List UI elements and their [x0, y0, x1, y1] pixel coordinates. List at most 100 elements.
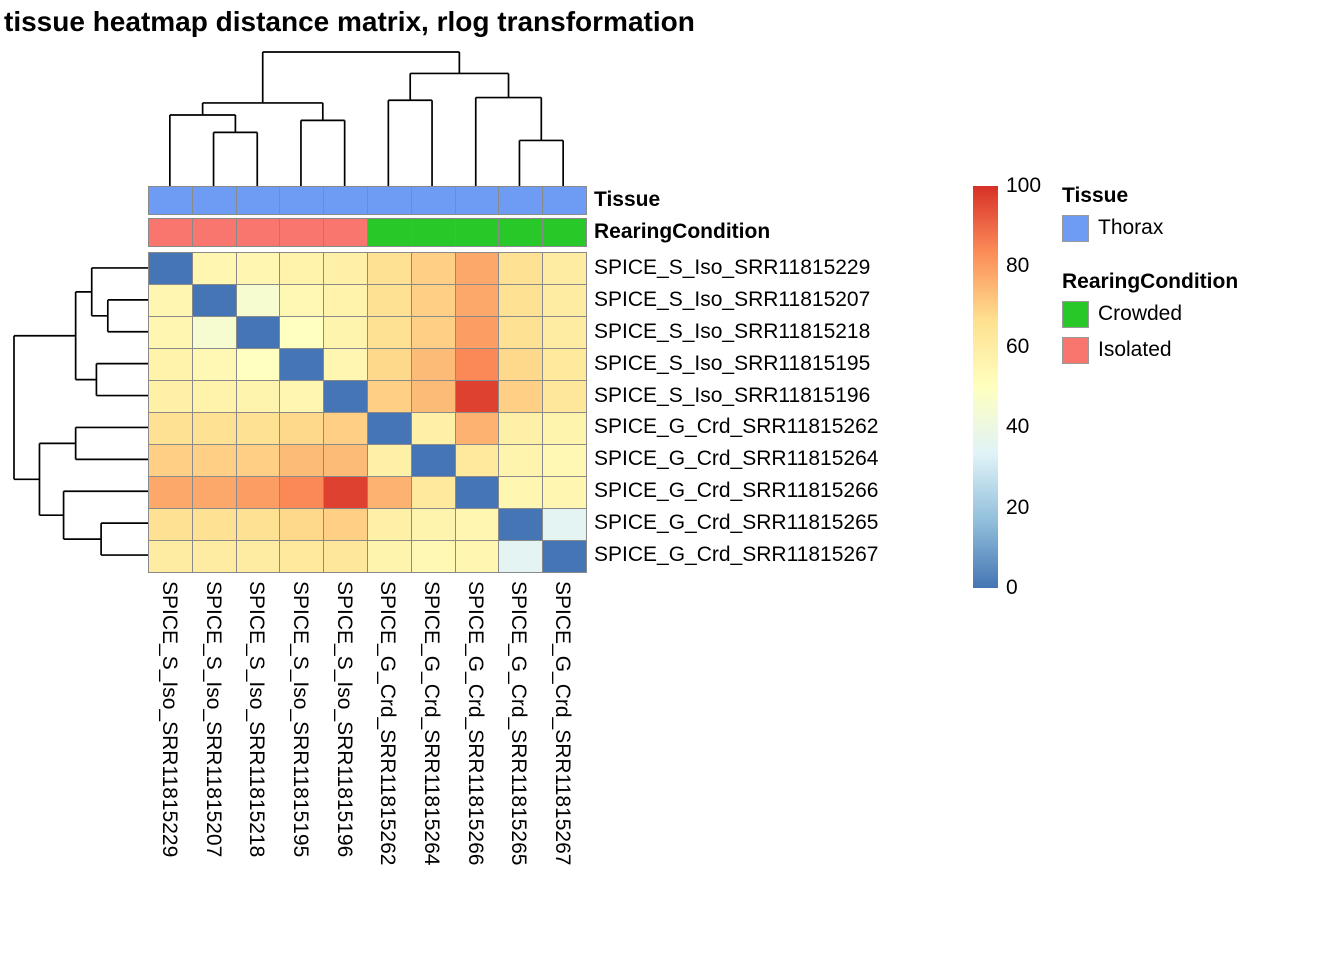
heatmap-cell [543, 445, 586, 476]
heatmap-cell [411, 381, 455, 412]
heatmap-cell [367, 541, 411, 572]
row-label: SPICE_G_Crd_SRR11815265 [594, 511, 879, 535]
heatmap-cell [149, 285, 192, 316]
annotation-cell [499, 187, 543, 214]
annotation-cell [149, 219, 192, 246]
heatmap-cell [149, 381, 192, 412]
heatmap-cell [236, 445, 280, 476]
column-label: SPICE_G_Crd_SRR11815262 [376, 581, 400, 866]
heatmap-cell [499, 317, 543, 348]
colorbar-tick-label: 60 [1006, 334, 1030, 358]
annotation-cell [455, 187, 499, 214]
heatmap-cell [367, 349, 411, 380]
heatmap-cell [367, 509, 411, 540]
tissue-annotation-label: Tissue [594, 187, 661, 211]
legend-item: Crowded [1062, 300, 1322, 328]
heatmap-cell [236, 317, 280, 348]
annotation-cell [411, 219, 455, 246]
row-label: SPICE_S_Iso_SRR11815207 [594, 287, 871, 311]
heatmap-cell [543, 509, 586, 540]
heatmap-cell [324, 541, 367, 572]
legend-item-label: Thorax [1098, 216, 1164, 239]
heatmap-cell [280, 381, 324, 412]
heatmap-cell [324, 445, 367, 476]
heatmap-cell [192, 381, 236, 412]
heatmap-cell [411, 253, 455, 284]
colorbar-tick-label: 0 [1006, 576, 1018, 599]
column-label: SPICE_G_Crd_SRR11815266 [463, 581, 487, 866]
annotation-cell [236, 187, 280, 214]
annotation-cell [324, 219, 367, 246]
heatmap-cell [192, 477, 236, 508]
annotation-cell [543, 187, 586, 214]
annotation-cell [367, 219, 411, 246]
legend-title-rearing-condition: RearingCondition [1062, 270, 1239, 293]
heatmap-grid [148, 252, 587, 573]
colorbar-tick-label: 20 [1006, 495, 1030, 519]
column-label: SPICE_S_Iso_SRR11815218 [245, 581, 269, 858]
heatmap-cell [543, 349, 586, 380]
row-label: SPICE_G_Crd_SRR11815262 [594, 415, 879, 439]
heatmap-cell [499, 477, 543, 508]
heatmap-cell [543, 253, 586, 284]
heatmap-cell [149, 349, 192, 380]
heatmap-cell [324, 381, 367, 412]
heatmap-cell [367, 413, 411, 444]
heatmap-cell [149, 317, 192, 348]
column-label: SPICE_S_Iso_SRR11815207 [201, 581, 225, 858]
legend-items-tissue: Thorax [1062, 214, 1322, 242]
legend-item-label: Crowded [1098, 302, 1183, 325]
column-label: SPICE_S_Iso_SRR11815195 [288, 581, 312, 858]
legend-title-tissue: Tissue [1062, 184, 1129, 207]
heatmap-cell [324, 477, 367, 508]
column-dendrogram [169, 51, 564, 186]
annotation-cell [411, 187, 455, 214]
heatmap-cell [192, 349, 236, 380]
heatmap-cell [367, 253, 411, 284]
heatmap-cell [324, 349, 367, 380]
heatmap-cell [455, 381, 499, 412]
colorbar [973, 186, 998, 588]
heatmap-cell [411, 509, 455, 540]
heatmap-cell [543, 317, 586, 348]
annotation-cell [455, 219, 499, 246]
heatmap-cell [367, 445, 411, 476]
annotation-cell [192, 187, 236, 214]
heatmap-cell [455, 253, 499, 284]
heatmap-cell [455, 477, 499, 508]
annotation-cell [543, 219, 586, 246]
legend-swatch [1062, 300, 1089, 328]
heatmap-cell [192, 285, 236, 316]
colorbar-tick-label: 40 [1006, 415, 1030, 439]
heatmap-cell [455, 285, 499, 316]
heatmap-cell [280, 349, 324, 380]
annotation-cell [367, 187, 411, 214]
heatmap-cell [499, 285, 543, 316]
heatmap-cell [455, 509, 499, 540]
heatmap-cell [236, 509, 280, 540]
heatmap-cell [499, 509, 543, 540]
heatmap-cell [367, 285, 411, 316]
heatmap-cell [280, 317, 324, 348]
heatmap-cell [280, 253, 324, 284]
heatmap-cell [280, 445, 324, 476]
annotation-cell [324, 187, 367, 214]
column-label: SPICE_G_Crd_SRR11815264 [420, 581, 444, 866]
heatmap-cell [324, 509, 367, 540]
heatmap-cell [543, 413, 586, 444]
heatmap-cell [324, 317, 367, 348]
row-label: SPICE_G_Crd_SRR11815267 [594, 543, 879, 567]
heatmap-cell [192, 317, 236, 348]
heatmap-cell [236, 285, 280, 316]
heatmap-cell [367, 317, 411, 348]
heatmap-cell [455, 541, 499, 572]
heatmap-cell [149, 445, 192, 476]
heatmap-cell [543, 541, 586, 572]
heatmap-cell [192, 413, 236, 444]
heatmap-cell [411, 477, 455, 508]
heatmap-cell [280, 509, 324, 540]
